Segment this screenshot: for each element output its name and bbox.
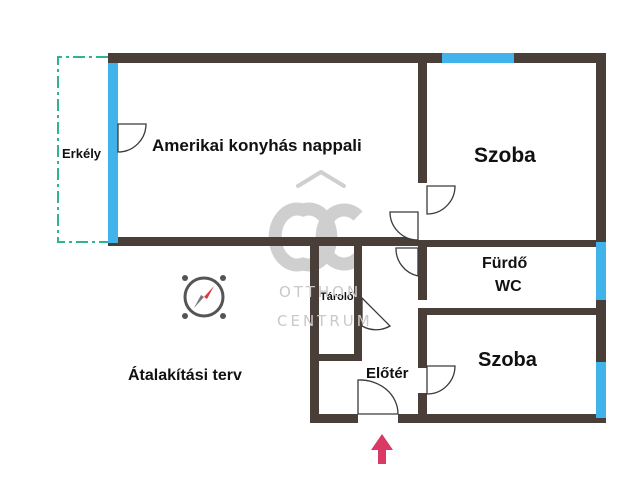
room-label-bathroom: Fürdő <box>482 255 528 272</box>
room-label-balcony: Erkély <box>62 146 102 161</box>
windows <box>108 53 606 418</box>
compass-icon <box>182 275 226 319</box>
door-room-bottom <box>426 365 456 395</box>
door-room-top <box>426 185 456 215</box>
room-label-bedroom-bottom: Szoba <box>478 349 537 371</box>
door-storage <box>361 296 392 331</box>
window-bathroom <box>596 242 606 300</box>
window-top <box>442 53 514 63</box>
doors <box>117 123 456 415</box>
room-label-storage: Tároló <box>320 291 354 303</box>
watermark-line2: CENTRUM <box>277 312 373 330</box>
door-living <box>389 211 419 241</box>
room-label-wc: WC <box>495 278 522 295</box>
entrance-arrow-icon <box>371 434 393 464</box>
room-label-hall: Előtér <box>366 365 409 382</box>
door-entrance <box>357 379 399 415</box>
window-balcony <box>108 63 118 243</box>
door-balcony <box>117 123 147 153</box>
room-label-bedroom-top: Szoba <box>474 144 536 167</box>
window-room-bottom <box>596 362 606 418</box>
room-label-living: Amerikai konyhás nappali <box>152 136 362 155</box>
door-bathroom <box>395 247 419 277</box>
balcony-outline <box>57 56 108 243</box>
watermark-line1: OTTHON <box>279 283 362 301</box>
plan-note: Átalakítási terv <box>128 367 242 384</box>
